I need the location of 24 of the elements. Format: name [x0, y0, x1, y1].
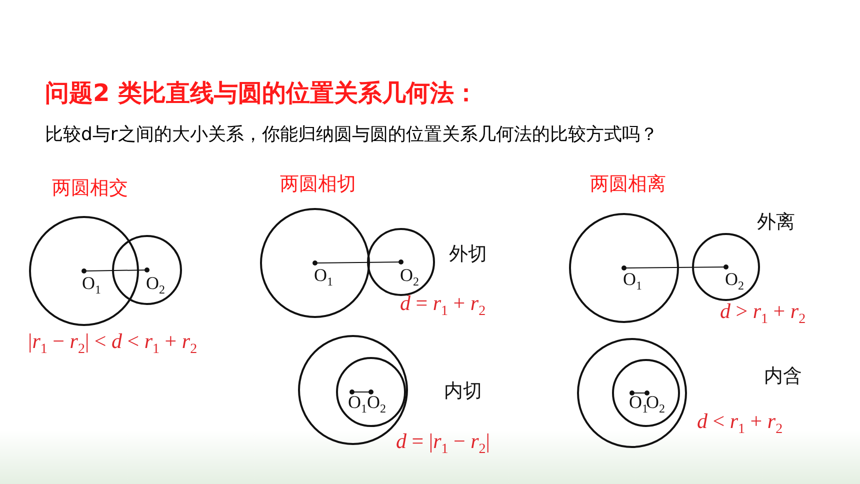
formula: d < r$_{1}$ + r$_{2}$ — [697, 410, 783, 438]
section-heading: 两圆相离 — [590, 174, 666, 195]
point-label: O$_{2}$ — [400, 266, 419, 289]
question-text: 比较d与r之间的大小关系，你能归纳圆与圆的位置关系几何法的比较方式吗？ — [45, 125, 658, 145]
section-heading: 两圆相切 — [280, 174, 356, 195]
point-label: O$_{2}$ — [725, 270, 744, 293]
point-label: O$_{2}$ — [146, 274, 165, 297]
point-label: O$_{2}$ — [367, 393, 386, 416]
case-label: 内含 — [764, 366, 802, 387]
point-label: O$_{2}$ — [646, 393, 665, 416]
point-label: O$_{1}$ — [348, 393, 367, 416]
formula: d = |r$_{1}$ − r$_{2}$| — [396, 430, 490, 458]
formula: d > r$_{1}$ + r$_{2}$ — [720, 300, 806, 328]
point-label: O$_{1}$ — [629, 393, 648, 416]
case-label: 外离 — [757, 212, 795, 233]
formula: |r$_{1}$ − r$_{2}$| < d < r$_{1}$ + r$_{2}$ — [28, 330, 198, 358]
case-label: 内切 — [444, 381, 482, 402]
heading: 问题2 类比直线与圆的位置关系几何法： — [45, 80, 478, 106]
case-label: 外切 — [449, 244, 487, 265]
section-heading: 两圆相交 — [52, 178, 128, 199]
point-label: O$_{1}$ — [82, 274, 101, 297]
point-label: O$_{1}$ — [314, 266, 333, 289]
formula: d = r$_{1}$ + r$_{2}$ — [400, 292, 486, 320]
point-label: O$_{1}$ — [623, 270, 642, 293]
